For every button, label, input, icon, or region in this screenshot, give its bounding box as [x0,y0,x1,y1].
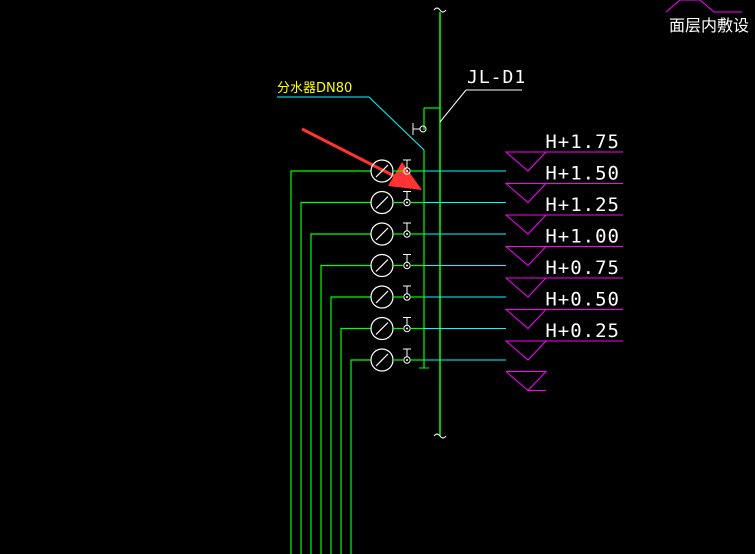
valve-handle-icon [403,191,411,200]
elevation-triangle-icon [504,309,548,330]
floor-loop-pipe [330,296,371,554]
manifold [412,107,440,369]
floor-loop-pipe [310,233,371,554]
valve-core [406,170,408,172]
flow-meter-needle [375,259,389,272]
elevation-mark-base [505,371,548,391]
elevation-triangle-icon [504,277,548,298]
elevation-label: H+1.50 [545,163,620,185]
floor-loop-pipe [320,264,371,554]
branch-circuit-6 [340,316,506,554]
elevation-label: H+0.25 [545,320,620,342]
elevation-triangle-icon [504,246,548,267]
elevation-triangle-icon [504,151,548,172]
riser-top-break-symbol [433,7,447,13]
branch-circuit-5 [330,285,506,554]
elevation-mark-6: H+0.50 [504,289,623,330]
elevation-triangle-icon [504,214,548,235]
elevation-label: H+0.50 [545,289,620,311]
manifold-label: 分水器DN80 [277,81,352,96]
elevation-triangle-edge [505,371,529,391]
floor-loop-pipe [340,327,371,554]
riser-label: JL-D1 [467,67,526,88]
valve-core [406,233,408,235]
floor-loop-pipe [300,201,371,554]
manifold-inlet-valve [412,123,427,135]
top-note-level-mark [665,0,742,13]
riser-pipe [433,7,447,439]
elevation-label: H+0.75 [545,257,620,279]
flow-meter-needle [375,290,389,304]
valve-handle-icon [403,348,411,357]
elevation-marks: H+1.75H+1.50H+1.25H+1.00H+0.75H+0.50H+0.… [504,131,623,391]
manifold-label-group: 分水器DN80 [277,81,425,151]
valve-core [406,264,408,267]
valve-core [406,359,408,361]
branch-circuit-1 [290,159,506,554]
flow-meter-needle [375,164,389,178]
branch-circuits [290,159,506,554]
elevation-mark-7: H+0.25 [504,320,623,361]
elevation-mark-5: H+0.75 [504,257,623,298]
elevation-mark-1: H+1.75 [504,131,623,172]
callout-arrow [301,127,422,190]
elevation-triangle-icon [504,183,548,204]
flow-meter-needle [375,227,389,241]
top-note-text: 面层内敷设 [669,16,749,35]
elevation-label: H+1.75 [545,131,620,153]
elevation-mark-2: H+1.50 [504,163,623,204]
riser-bottom-break-symbol [433,433,447,439]
elevation-mark-4: H+1.00 [504,226,623,267]
branch-circuit-4 [320,253,506,554]
elevation-mark-3: H+1.25 [504,194,623,235]
floor-loop-pipe [350,359,371,554]
valve-handle-icon [403,285,411,294]
flow-meter-needle [375,322,389,335]
valve-core [406,296,408,298]
elevation-triangle-icon [506,371,548,391]
elevation-label: H+1.00 [545,226,620,248]
valve-handle-icon [403,159,411,168]
riser-label-leader [439,89,467,123]
branch-circuit-3 [310,222,506,554]
valve-handle-icon [403,254,411,263]
elevation-label: H+1.25 [545,194,620,216]
branch-circuit-2 [300,190,506,554]
branch-circuit-7 [350,348,506,554]
valve-handle-icon [403,222,411,231]
valve-core [406,327,408,330]
flow-meter-needle [375,196,389,209]
elevation-triangle-icon [504,340,548,361]
valve-core [406,201,408,204]
valve-handle-icon [403,317,411,326]
top-note-group: 面层内敷设 [665,0,749,35]
flow-meter-needle [375,353,389,367]
floor-loop-pipe [290,170,371,554]
manifold-label-leader [368,96,425,151]
riser-label-group: JL-D1 [439,67,526,123]
